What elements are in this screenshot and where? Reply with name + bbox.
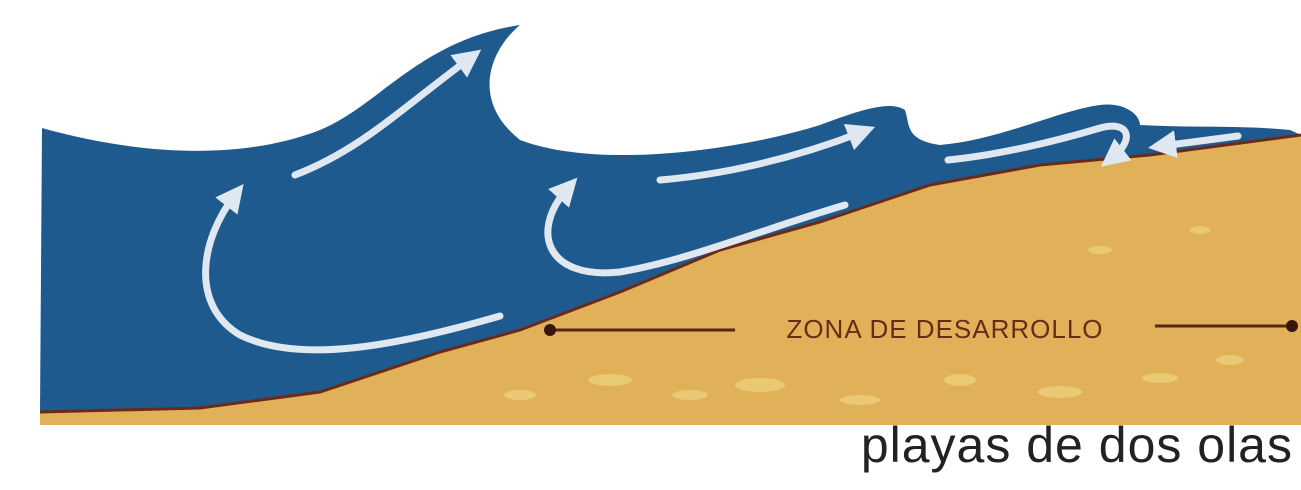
caption: playas de dos olas	[861, 420, 1293, 470]
marker-dot-icon	[544, 324, 556, 336]
marker-dot-icon	[1286, 320, 1298, 332]
zone-label: ZONA DE DESARROLLO	[786, 314, 1103, 344]
